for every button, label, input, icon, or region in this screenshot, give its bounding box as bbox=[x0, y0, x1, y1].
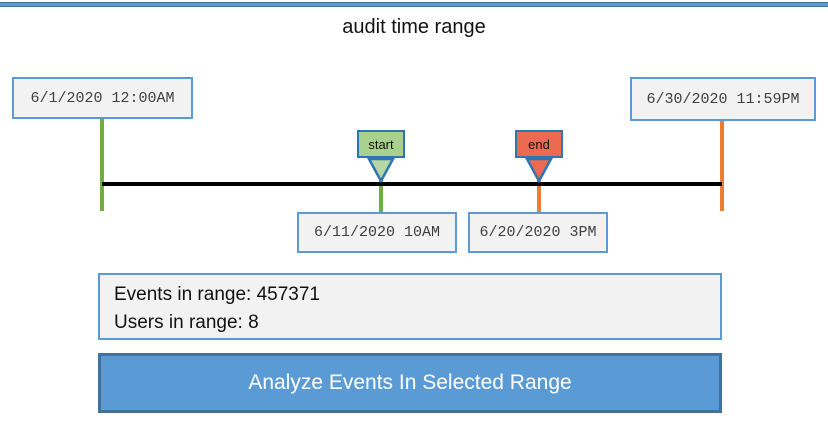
range-start-date-label: 6/1/2020 12:00AM bbox=[12, 77, 193, 119]
end-marker-date-label: 6/20/2020 3PM bbox=[468, 212, 608, 253]
range-end-date-text: 6/30/2020 11:59PM bbox=[646, 90, 800, 108]
page-title: audit time range bbox=[342, 16, 486, 38]
end-marker-arrow-icon[interactable] bbox=[524, 157, 554, 183]
range-end-tick-line bbox=[720, 121, 724, 211]
range-end-date-label: 6/30/2020 11:59PM bbox=[630, 77, 816, 121]
range-start-tick-line bbox=[100, 119, 104, 211]
events-in-range-text: Events in range: 457371 bbox=[114, 284, 320, 305]
start-marker-flag[interactable]: start bbox=[357, 130, 405, 158]
timeline-axis[interactable] bbox=[102, 182, 722, 186]
start-marker-date-label: 6/11/2020 10AM bbox=[297, 212, 457, 253]
range-start-date-text: 6/1/2020 12:00AM bbox=[30, 89, 175, 107]
start-marker-label: start bbox=[368, 136, 394, 152]
end-marker-label: end bbox=[528, 136, 550, 152]
top-accent-rule bbox=[0, 2, 828, 7]
range-summary-box: Events in range: 457371 Users in range: … bbox=[98, 273, 722, 340]
end-marker-date-text: 6/20/2020 3PM bbox=[479, 224, 597, 241]
users-in-range-text: Users in range: 8 bbox=[114, 312, 259, 333]
start-marker-date-text: 6/11/2020 10AM bbox=[313, 224, 441, 241]
analyze-events-button[interactable]: Analyze Events In Selected Range bbox=[98, 353, 722, 413]
start-marker-arrow-icon[interactable] bbox=[366, 157, 396, 183]
analyze-events-button-label: Analyze Events In Selected Range bbox=[248, 371, 572, 394]
end-marker-flag[interactable]: end bbox=[515, 130, 563, 158]
